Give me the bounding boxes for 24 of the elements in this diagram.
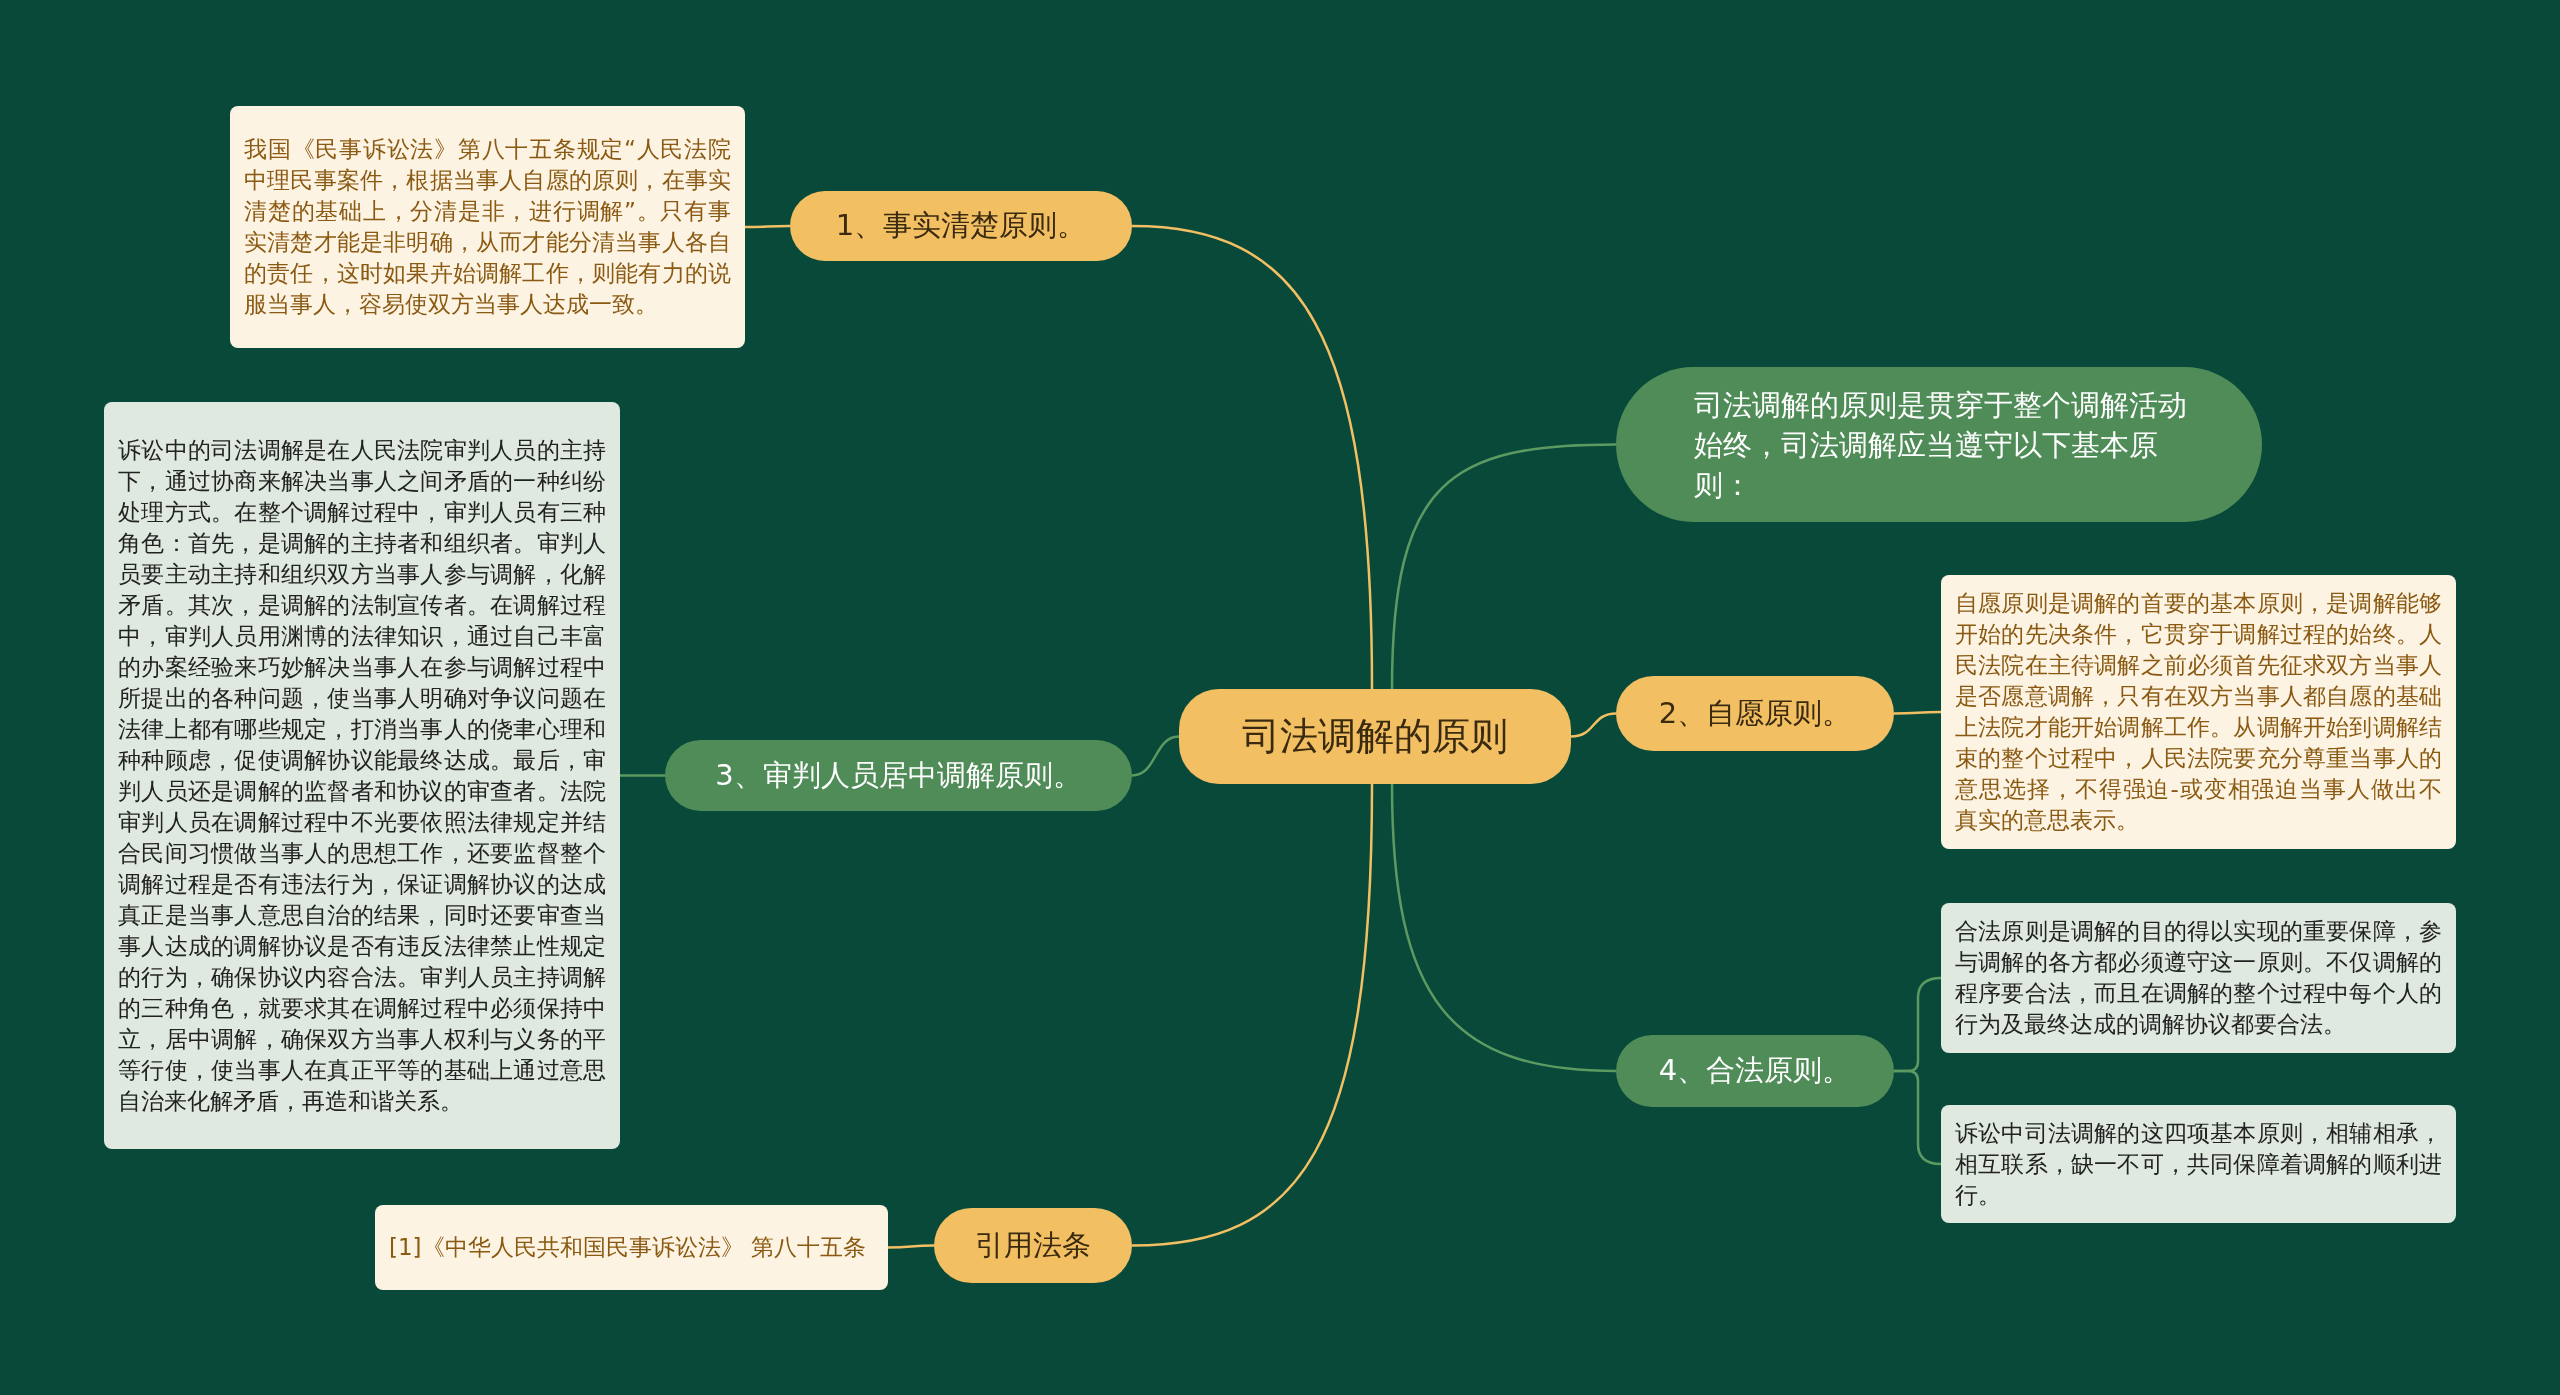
branch-topic: 2、自愿原则。 — [1616, 676, 1894, 751]
connector-line — [620, 774, 665, 777]
connector-line — [1570, 712, 1617, 738]
branch-topic: 3、审判人员居中调解原则。 — [665, 740, 1132, 811]
note-card: 合法原则是调解的目的得以实现的重要保障，参与调解的各方都必须遵守这一原则。不仅调解的程序要合法，而且在调解的整个过程中每个人的行为及最终达成的调解协议都要合法。 — [1941, 903, 2456, 1053]
central-topic: 司法调解的原则 — [1179, 689, 1571, 784]
note-card: 诉讼中的司法调解是在人民法院审判人员的主持下，通过协商来解决当事人之间矛盾的一种纠纷处理方式。在整个调解过程中，审判人员有三种角色：首先，是调解的主持者和组织者。审判人员要主动主持和组织双方当事人参与调解，化解矛盾。其次，是调解的法制宣传者。在调解过程中，审判人员用渊博的法律知识，通过自己丰富的办案经验来巧妙解决当事人在参与调解过程中所提出的各种问题，使当事人明确对争议问题在法律上都有哪些规定，打消当事人的侥聿心理和种种顾虑，促使调解协议能最终达成。最后，审判人员还是调解的监督者和协议的审查者。法院审判人员在调解过程中不光要依照法律规定并结合民间习惯做当事人的思想工作，还要监督整个调解过程是否有违法行为，保证调解协议的达成真正是当事人意思自治的结果，同时还要审查当事人达成的调解协议是否有违反法律禁止性规定的行为，确保协议内容合法。审判人员主持调解的三种角色，就要求其在调解过程中必须保持中立，居中调解，确保双方当事人权利与义务的平等行使，使当事人在真正平等的基础上通过意思自治来化解矛盾，再造和谐关系。 — [104, 402, 620, 1149]
connector-line — [1894, 1069, 1942, 1166]
reference-card: [1]《中华人民共和国民事诉讼法》 第八十五条 — [375, 1205, 888, 1290]
branch-topic: 1、事实清楚原则。 — [790, 191, 1132, 261]
connector-line — [745, 224, 790, 229]
branch-topic: 引用法条 — [934, 1208, 1132, 1283]
connector-line — [1131, 735, 1180, 777]
note-card: 自愿原则是调解的首要的基本原则，是调解能够开始的先决条件，它贯穿于调解过程的始终。人民法院在主待调解之前必须首先征求双方当事人是否愿意调解，只有在双方当事人都自愿的基础上法院才能开始调解工作。从调解开始到调解结束的整个过程中，人民法院要充分尊重当事人的意思选择，不得强迫-或变相强迫当事人做出不真实的意思表示。 — [1941, 575, 2456, 849]
connector-line — [1894, 710, 1941, 715]
connector-line — [888, 1244, 934, 1249]
branch-topic: 4、合法原则。 — [1616, 1035, 1894, 1107]
branch-topic: 司法调解的原则是贯穿于整个调解活动始终，司法调解应当遵守以下基本原则： — [1616, 367, 2262, 522]
note-card: 我国《民事诉讼法》第八十五条规定“人民法院中理民事案件，根据当事人自愿的原则，在事实清楚的基础上，分清是非，进行调解”。只有事实清楚才能是非明确，从而才能分清当事人各自的责任，这时如果卉始调解工作，则能有力的说服当事人，容易使双方当事人达成一致。 — [230, 106, 745, 348]
connector-line — [1390, 783, 1617, 1073]
note-card: 诉讼中司法调解的这四项基本原则，相辅相承，相互联系，缺一不可，共同保障着调解的顺利进行。 — [1941, 1105, 2456, 1223]
connector-line — [1131, 224, 1374, 690]
connector-line — [1390, 443, 1617, 690]
connector-line — [1131, 783, 1374, 1247]
